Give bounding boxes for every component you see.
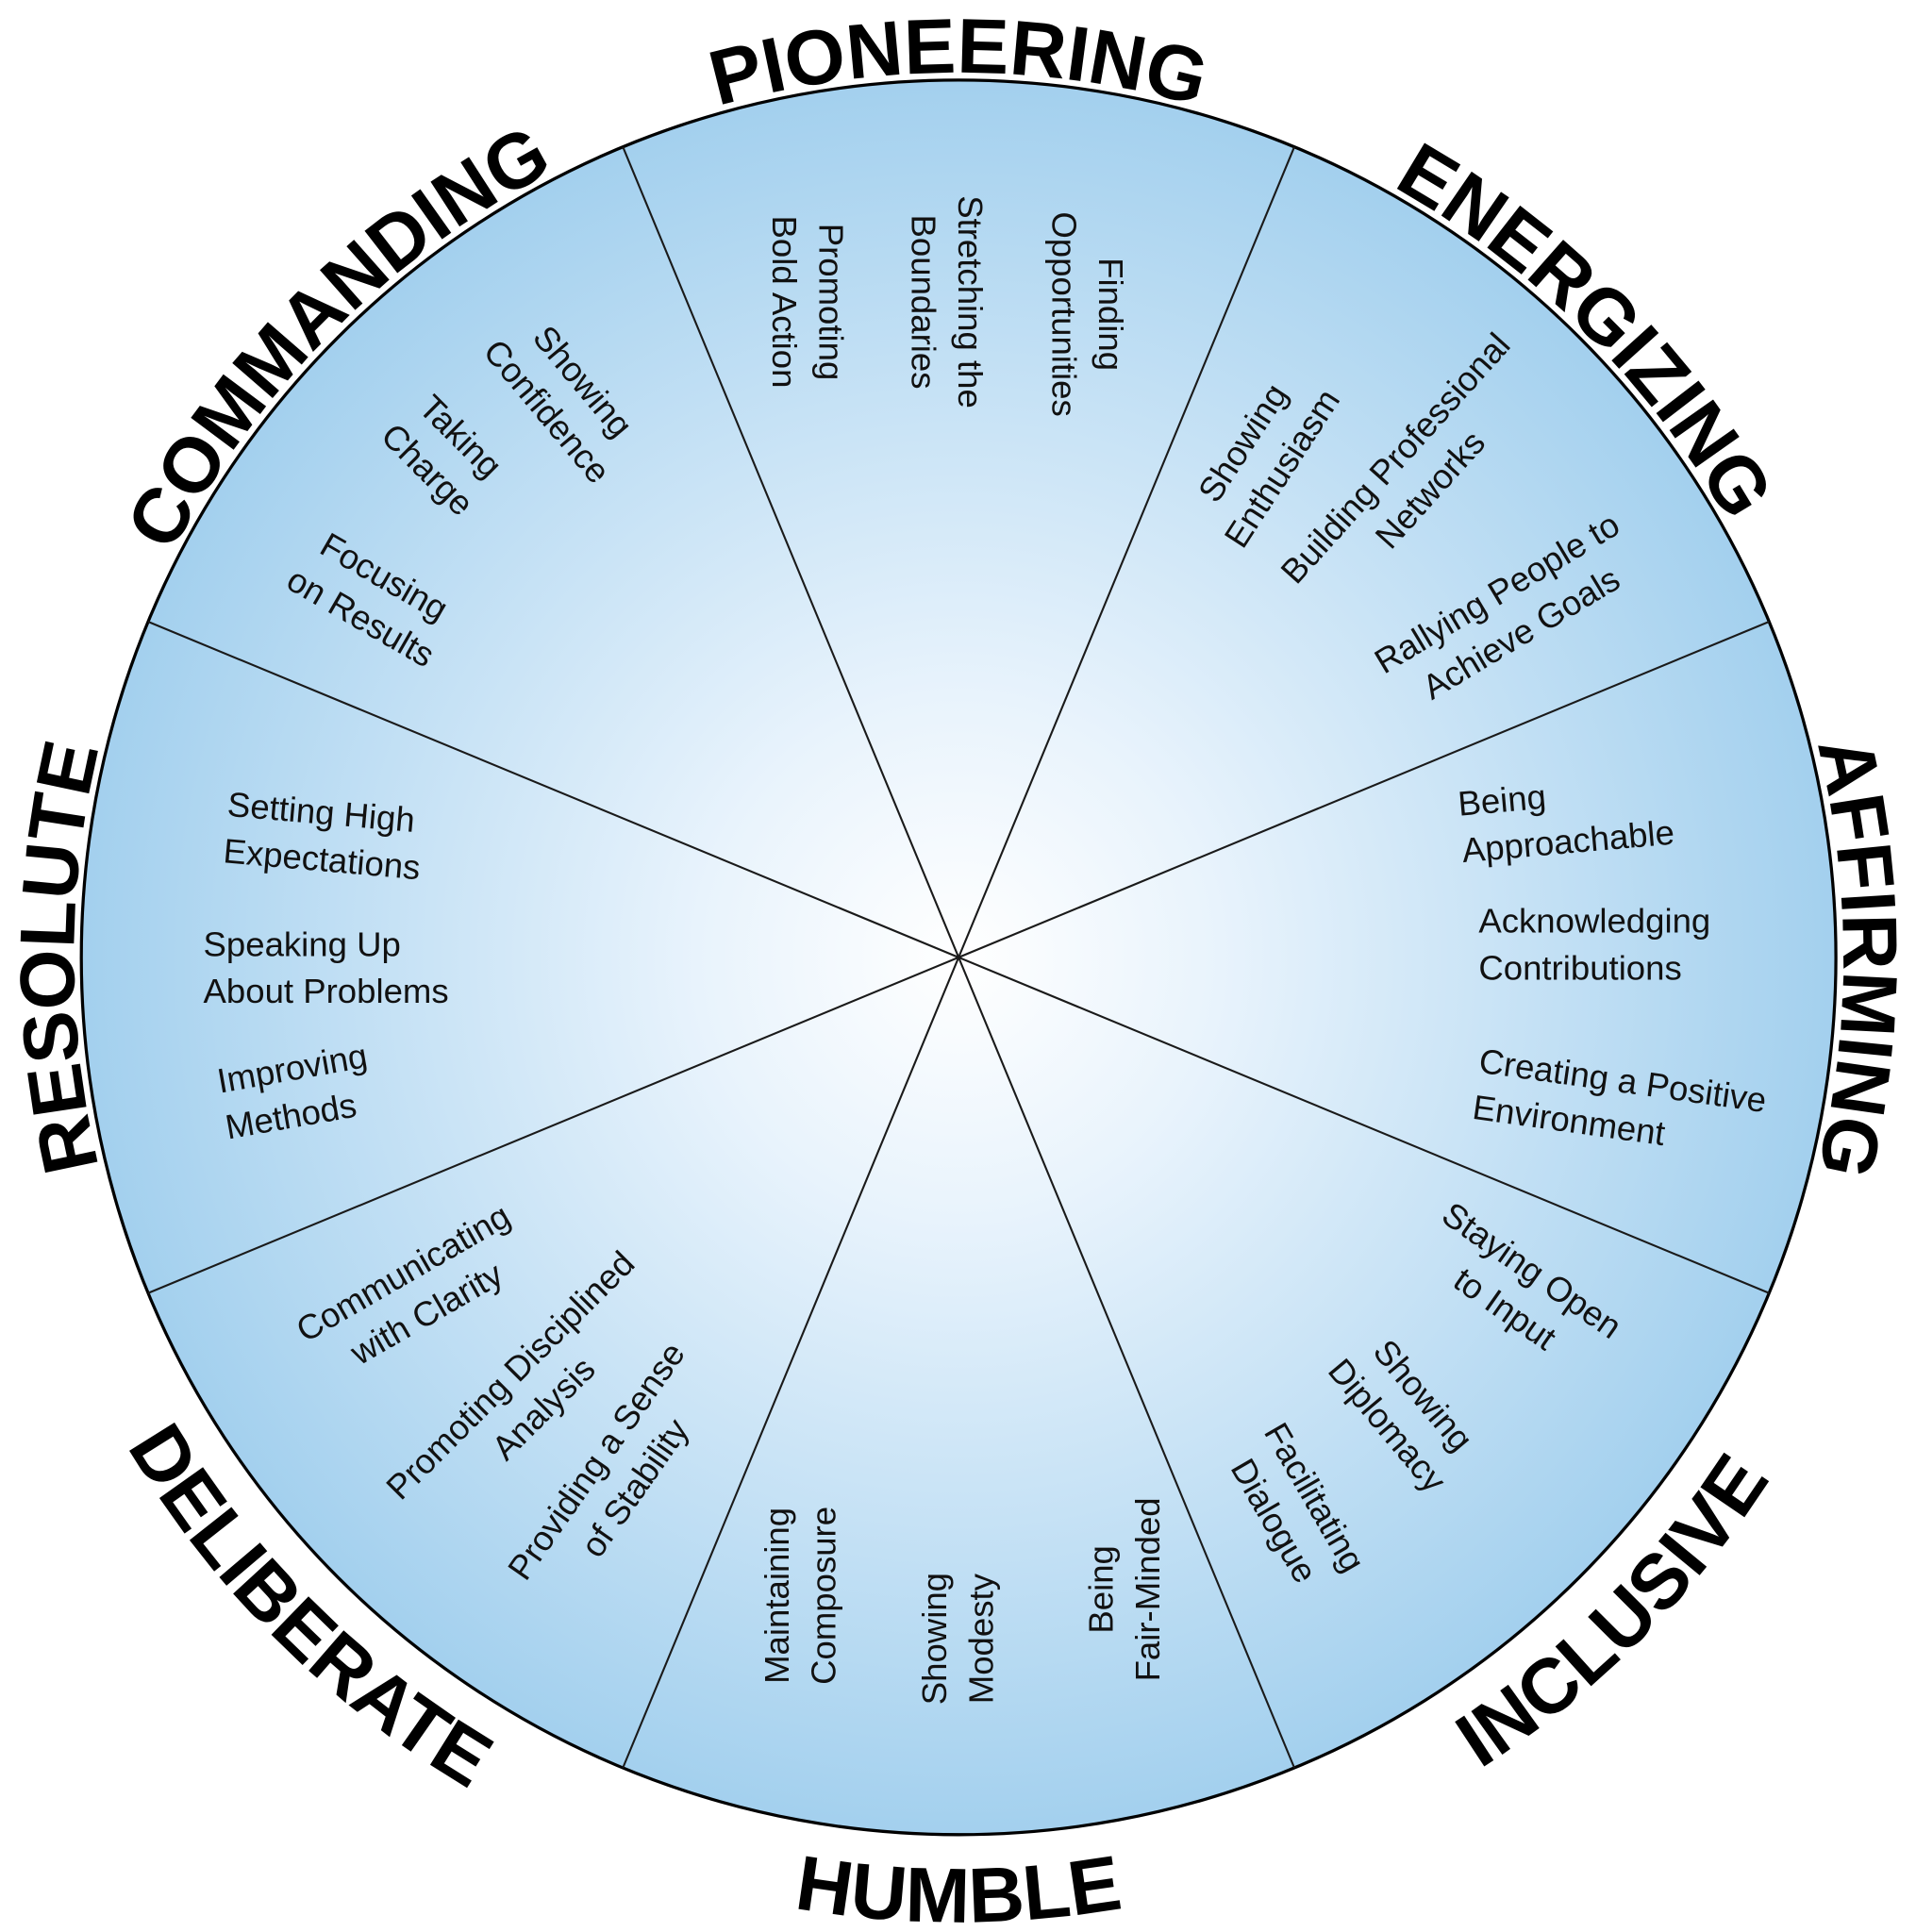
sector-divider [958, 956, 1770, 1294]
sector-label-humble: HUMBLE [791, 1840, 1126, 1932]
sector-divider [958, 146, 1295, 958]
behavior-item-line: Being [1457, 777, 1548, 824]
behavior-item-line: Finding [1091, 258, 1130, 371]
behavior-item-line: Being [1081, 1545, 1120, 1634]
behavior-item-line: Maintaining [758, 1507, 796, 1684]
behavior-item-line: Fair-Minded [1128, 1497, 1167, 1681]
behavior-item-line: Stretching the [951, 195, 990, 408]
sector-divider [958, 957, 1295, 1769]
sector-divider [622, 146, 960, 958]
behavior-item-line: Composure [805, 1507, 843, 1685]
behavior-item-line: Showing [915, 1573, 954, 1705]
behavior-item-line: Contributions [1478, 948, 1681, 987]
behavior-item-line: Bold Action [765, 216, 804, 389]
behavior-item-line: About Problems [204, 972, 449, 1010]
sector-divider [622, 957, 960, 1769]
sector-divider [147, 621, 959, 958]
sector-label-text: HUMBLE [791, 1840, 1126, 1932]
behavior-item: Stretching theBoundaries [905, 195, 991, 408]
behavior-item-line: Speaking Up [204, 925, 401, 964]
sector-dividers [147, 146, 1770, 1769]
behavior-item: FindingOpportunities [1044, 211, 1130, 416]
behavior-item-line: Acknowledging [1478, 902, 1710, 941]
behavior-item-line: Boundaries [905, 215, 943, 390]
behavior-item: Speaking Up About Problems [204, 925, 449, 1011]
sector-divider [147, 956, 959, 1294]
behavior-item: PromotingBold Action [765, 216, 851, 389]
behavior-item-line: Promoting [812, 224, 851, 381]
behavior-item-line: Modesty [962, 1573, 1001, 1704]
behavior-item-line: Opportunities [1044, 211, 1083, 416]
sector-divider [958, 621, 1770, 958]
